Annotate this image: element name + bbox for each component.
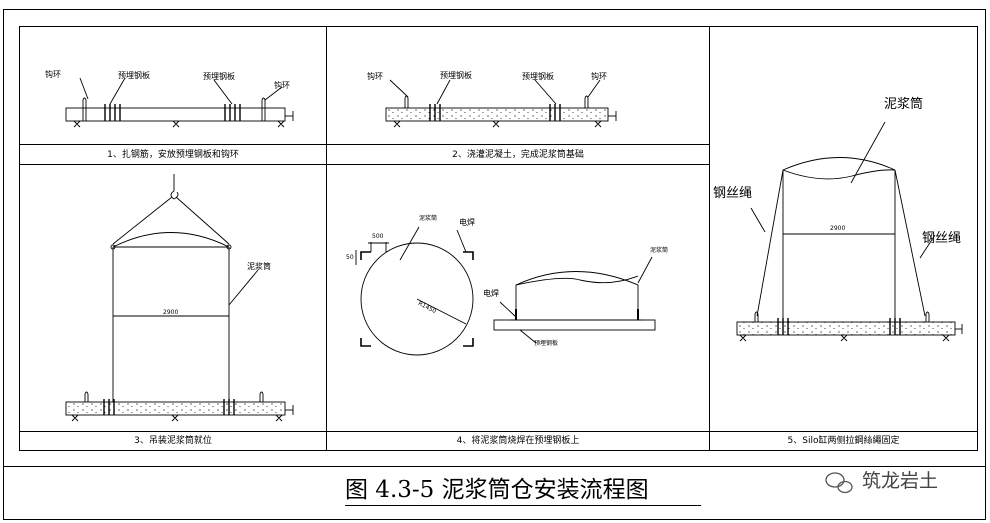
p2-hook-right-label: 钩环 — [591, 72, 607, 81]
p4-dim-side: 50 — [346, 254, 354, 261]
p2-plate-right-label: 预埋钢板 — [522, 72, 554, 81]
panels-frame — [19, 26, 978, 451]
panel3-lifting — [65, 174, 294, 422]
p3-dimension: 2900 — [163, 309, 179, 316]
outer-frame — [3, 9, 986, 520]
wechat-icon — [825, 472, 853, 494]
p5-silo-label: 泥浆筒 — [884, 97, 924, 112]
p1-caption: 1、扎钢筋，安放预埋钢板和钩环 — [107, 150, 239, 160]
p4-caption: 4、将泥浆筒烧焊在预埋钢板上 — [456, 436, 580, 446]
watermark-text: 筑龙岩土 — [862, 470, 939, 492]
p2-plate-left-label: 预埋钢板 — [440, 71, 472, 80]
p4-weld-side-label: 电焊 — [483, 289, 499, 298]
p1-hook-right-label: 钩环 — [274, 81, 290, 90]
p1-plate-left-label: 预埋钢板 — [118, 71, 150, 80]
p5-dimension: 2900 — [830, 225, 846, 232]
p5-caption: 5、Silo缸两侧拉鋼絲繩固定 — [787, 436, 900, 446]
p4-silo-plan-label: 泥浆筒 — [419, 215, 438, 222]
panel4-welding — [355, 226, 656, 356]
p4-silo-side-label: 泥浆筒 — [650, 247, 669, 254]
p4-plate-label: 预埋钢板 — [534, 340, 559, 347]
p2-hook-left-label: 钩环 — [367, 72, 383, 81]
panel1-foundation — [65, 77, 294, 128]
panel5-guyed-silo — [736, 121, 963, 342]
p5-rope-left-label: 钢丝绳 — [713, 186, 753, 201]
p2-caption: 2、浇灌泥凝土，完成泥浆筒基础 — [452, 150, 584, 160]
p5-rope-right-label: 钢丝绳 — [922, 231, 962, 246]
p4-weld-top-label: 电焊 — [459, 218, 475, 227]
p1-hook-left-label: 钩环 — [45, 70, 61, 79]
p3-silo-label: 泥浆筒 — [247, 262, 271, 271]
p4-dim-500: 500 — [372, 233, 384, 240]
p3-caption: 3、吊装泥浆筒就位 — [134, 436, 212, 446]
figure-title: 图 4.3-5 泥浆筒仓安装流程图 — [345, 477, 649, 503]
p1-plate-right-label: 预埋钢板 — [203, 72, 235, 81]
panel2-foundation — [385, 79, 617, 128]
